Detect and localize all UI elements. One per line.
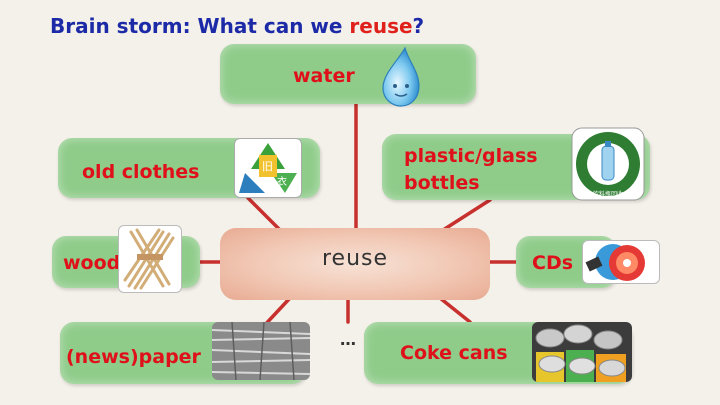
node-wood-label: wood [63, 252, 121, 274]
bottle-recycling-icon: 饮料瓶回收 [570, 126, 646, 202]
node-old-clothes-label: old clothes [82, 161, 200, 183]
recycle-clothes-icon: 旧 衣 [234, 138, 302, 198]
page-title: Brain storm: What can we reuse? [50, 14, 424, 38]
title-text: Brain storm: What can we [50, 14, 350, 38]
newspaper-stack-icon [212, 322, 310, 380]
soda-cans-icon [532, 322, 632, 382]
connector-cans [438, 296, 472, 324]
node-bottles-label-2: bottles [404, 172, 480, 194]
node-coke-cans-label: Coke cans [400, 342, 508, 364]
node-bottles-label-1: plastic/glass [404, 145, 538, 167]
more-items-ellipsis: … [340, 330, 356, 349]
center-node-reuse: reuse [220, 228, 490, 300]
node-cds-label: CDs [532, 252, 574, 274]
wooden-sticks-icon [118, 225, 182, 293]
cd-disc-icon [582, 240, 660, 284]
center-node-label: reuse [321, 246, 389, 271]
node-newspaper-label: (news)paper [66, 346, 201, 368]
svg-text:饮料瓶回收: 饮料瓶回收 [593, 190, 623, 198]
title-suffix: ? [412, 14, 425, 38]
node-water-label: water [293, 65, 355, 87]
water-drop-icon [375, 44, 423, 108]
title-highlight: reuse [349, 14, 413, 38]
node-water [220, 44, 476, 104]
connector-old-clothes [246, 196, 282, 232]
svg-text:旧: 旧 [262, 160, 273, 173]
svg-text:衣: 衣 [277, 175, 287, 188]
connector-bottles [438, 198, 492, 234]
